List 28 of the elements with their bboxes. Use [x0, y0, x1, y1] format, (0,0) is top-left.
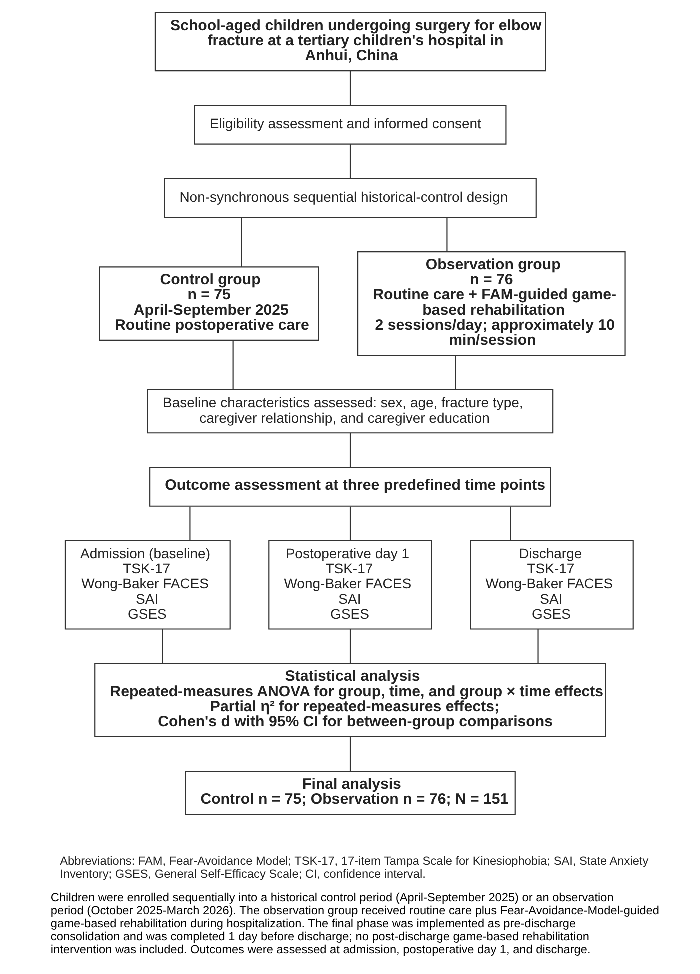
- node-box: Control group n = 75 April-September 2025 Routine postoperative care: [98, 266, 319, 341]
- connector: [349, 738, 351, 772]
- node-box: Observation group n = 76 Routine care + FAM-guided game-based rehabilitation 2 sessions/day; approximately 10 min/session: [357, 252, 626, 356]
- node-box: Outcome assessment at three predefined time points: [149, 467, 551, 507]
- node-box: Eligibility assessment and informed consent: [194, 105, 506, 145]
- connector: [349, 629, 351, 664]
- connector: [162, 629, 163, 664]
- connector: [349, 71, 351, 106]
- connector: [232, 340, 234, 390]
- connector: [454, 356, 456, 390]
- node-box: Non-synchronous sequential historical-control design: [164, 178, 536, 218]
- connector: [446, 218, 448, 252]
- node-box: Postoperative day 1 TSK-17 Wong-Baker FACES SAI GSES: [268, 540, 432, 630]
- node-box: Discharge TSK-17 Wong-Baker FACES SAI GSES: [470, 540, 634, 630]
- caption: Children were enrolled sequentially into a historical control period (April-September 2025) or an observation period (October 2025-March 2026). The observation group received routine care plus Fear-Avoidance-Model-guided game-based rehabilitation during hospitalization. The final phase was implemented as pre-discharge consolidation and was completed 1 day before discharge; no post-discharge game-based rehabilitation intervention was included. Outcomes were assessed at admission, postoperative day 1, and discharge.: [50, 890, 659, 956]
- node-box: Baseline characteristics assessed: sex, age, fracture type, caregiver relationship, and caregiver education: [146, 389, 554, 434]
- connector: [537, 629, 538, 664]
- node-box: School-aged children undergoing surgery for elbow fracture at a tertiary children's hospital in Anhui, China: [154, 12, 546, 72]
- label: Abbreviations: FAM, Fear-Avoidance Model; TSK-17, 17-item Tampa Scale for Kinesiophobia; SAI, State Anxiety Inventory; GSES, General Self-Efficacy Scale; CI, confidence interval.: [60, 854, 648, 881]
- node-box: Admission (baseline) TSK-17 Wong-Baker FACES SAI GSES: [64, 540, 230, 630]
- node-box: Final analysis Control n = 75; Observation n = 76; N = 151: [184, 770, 516, 816]
- connector: [349, 433, 351, 468]
- connector: [349, 144, 351, 179]
- connector: [349, 506, 351, 541]
- connector: [240, 218, 242, 267]
- connector: [510, 506, 511, 541]
- connector: [189, 506, 190, 541]
- node-box: Statistical analysis Repeated-measures ANOVA for group, time, and group × time effects Partial η² for repeated-measures effects; Cohen's d with 95% CI for between-group comparisons: [94, 663, 606, 738]
